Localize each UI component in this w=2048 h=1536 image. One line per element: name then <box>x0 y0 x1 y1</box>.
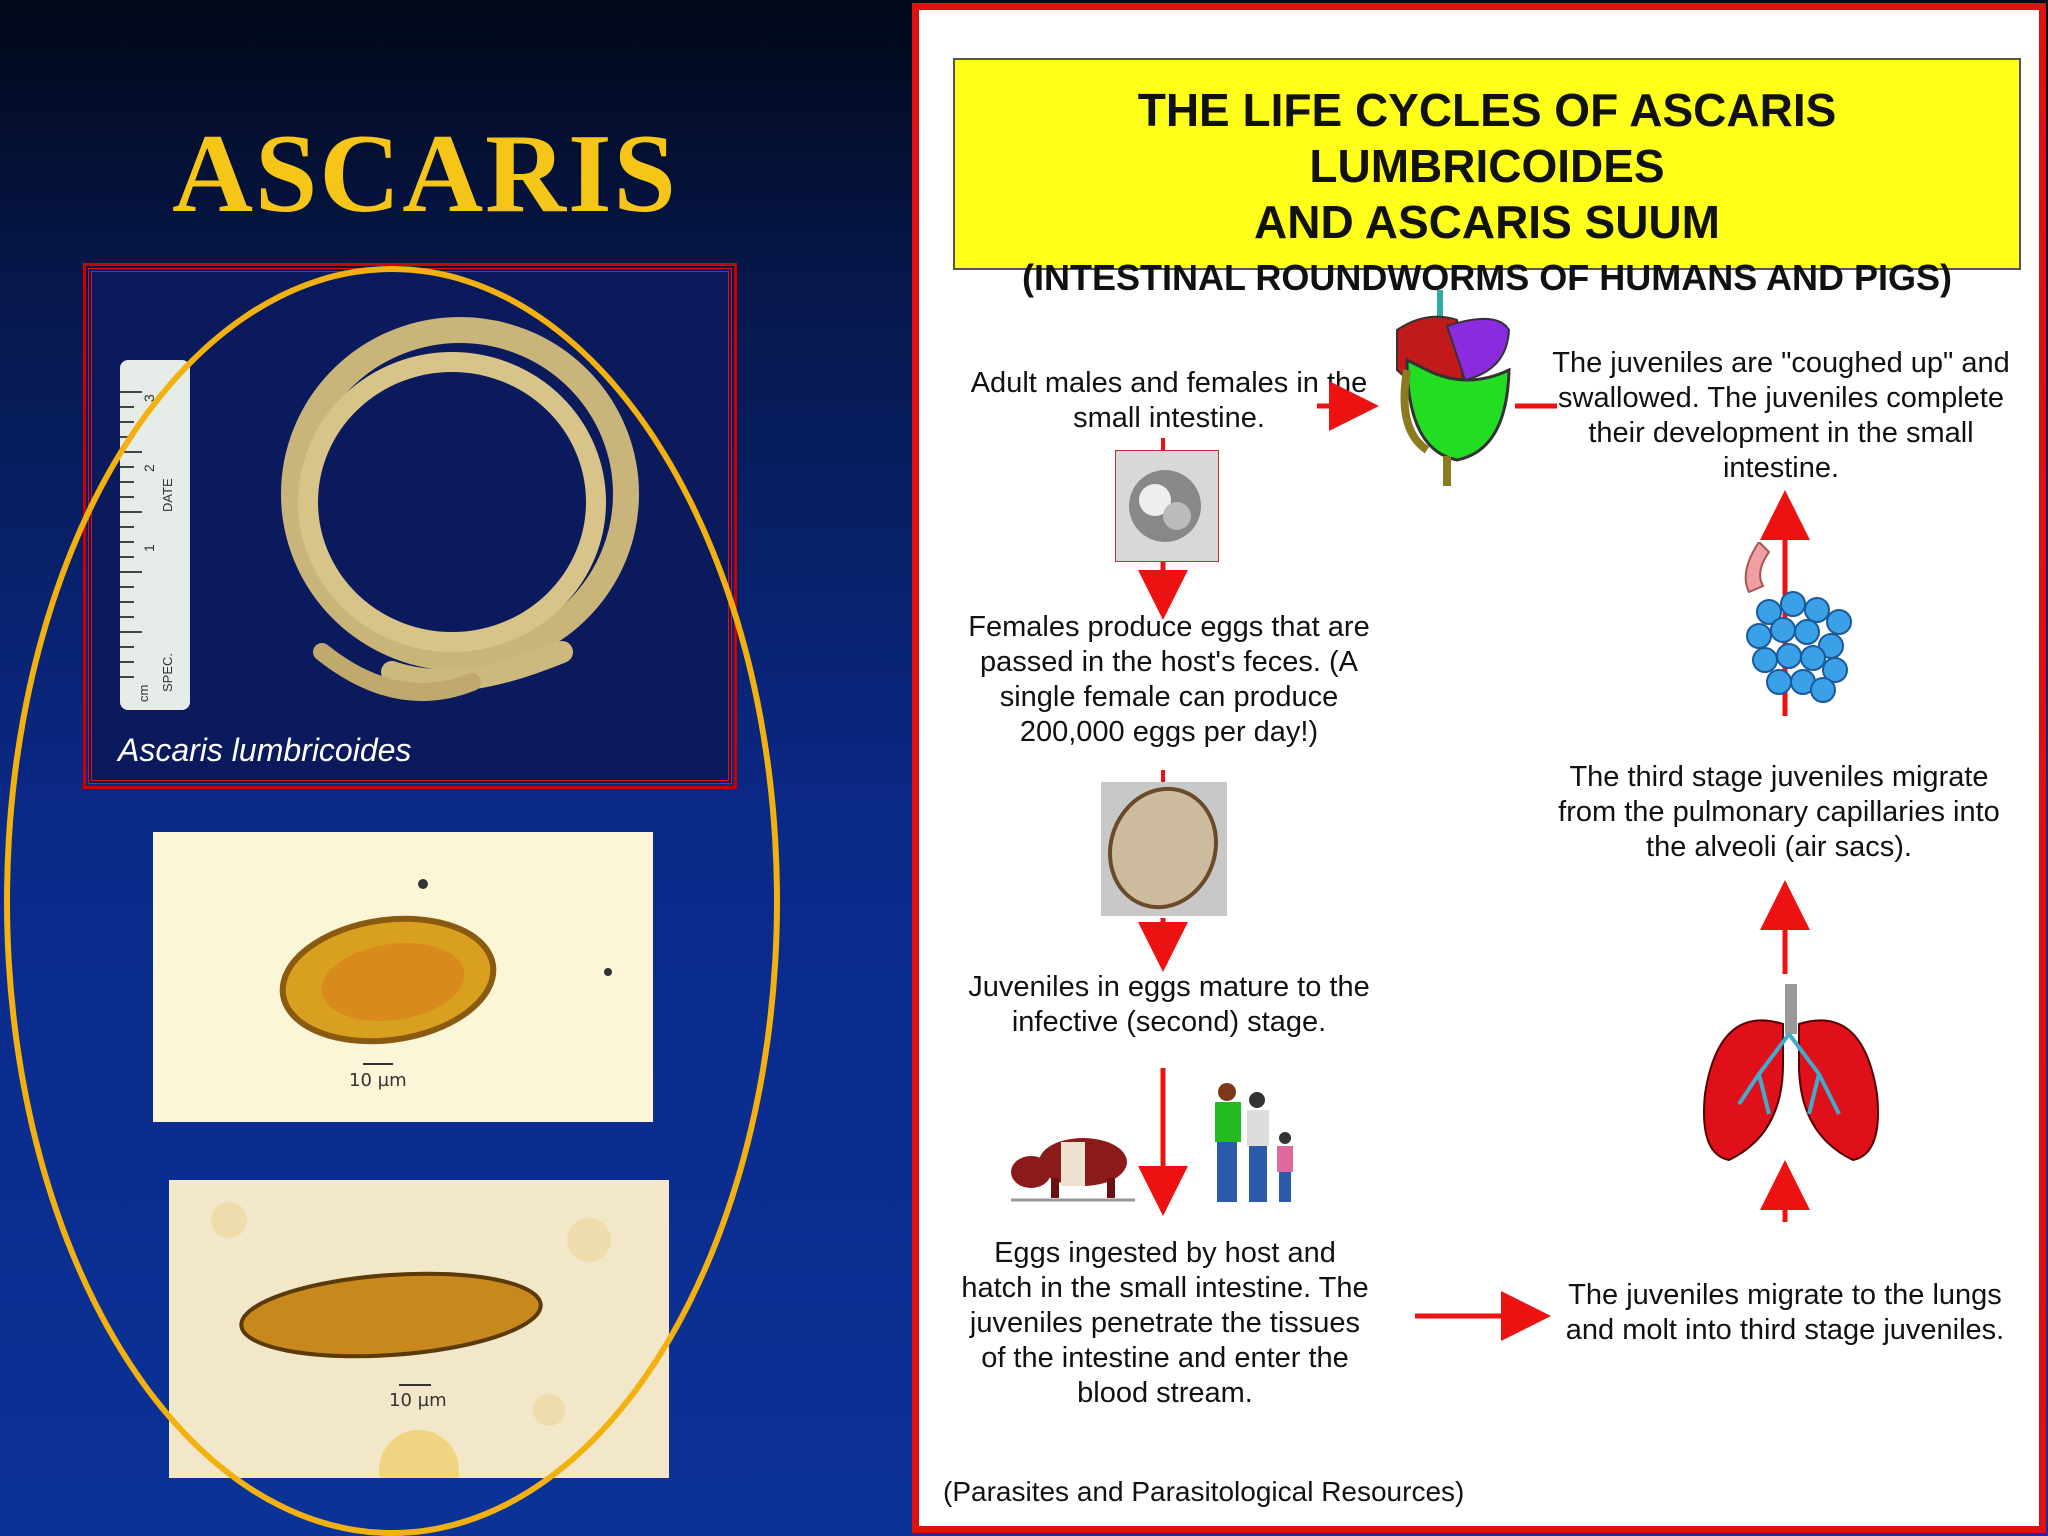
worm-illustration: 3 2 1 DATE SPEC. cm <box>120 317 639 710</box>
human-family-icon <box>1215 1083 1293 1202</box>
fertilized-egg-image <box>279 879 612 1065</box>
ruler-label-date: DATE <box>160 478 175 512</box>
worm-body-inner <box>298 352 606 652</box>
diagram-title-box: THE LIFE CYCLES OF ASCARIS LUMBRICOIDES … <box>953 58 2021 298</box>
step-coughed: The juveniles are "coughed up" and swall… <box>1552 347 2010 484</box>
adult-worm-sem-image <box>1115 450 1219 562</box>
alveoli-icon <box>1744 542 1852 703</box>
ruler-ticks <box>120 391 142 678</box>
ruler-label-cm: cm <box>136 685 151 702</box>
step-alveoli: The third stage juveniles migrate from t… <box>1558 761 2000 863</box>
lungs-icon <box>1703 984 1879 1162</box>
worm-tail <box>381 641 573 692</box>
ruler-label-spec: SPEC. <box>160 653 175 692</box>
ruler-label-3: 3 <box>141 394 157 402</box>
pig-icon <box>1011 1138 1135 1202</box>
fertilized-egg-photo: 10 µm <box>153 832 653 1122</box>
egg-scale-label-2: 10 µm <box>389 1390 447 1411</box>
step-adults: Adult males and females in the small int… <box>970 367 1368 434</box>
worm-caption: Ascaris lumbricoides <box>118 732 412 768</box>
ruler-label-2: 2 <box>141 464 157 472</box>
egg-scale-label-1: 10 µm <box>349 1070 407 1091</box>
step-ingested: Eggs ingested by host and hatch in the s… <box>961 1237 1369 1409</box>
source-credit: (Parasites and Parasitological Resources… <box>943 1476 1465 1507</box>
ruler <box>120 360 190 710</box>
worm-body-outer <box>281 317 639 671</box>
diagram-title-line2: AND ASCARIS SUUM <box>1254 196 1720 249</box>
intestine-icon <box>1396 290 1511 486</box>
worm-head <box>313 643 481 701</box>
step-eggs-passed: Females produce eggs that are passed in … <box>968 611 1370 748</box>
step-mature: Juveniles in eggs mature to the infectiv… <box>968 971 1370 1038</box>
egg-micrograph-image <box>1101 782 1227 916</box>
life-cycle-diagram: THE LIFE CYCLES OF ASCARIS LUMBRICOIDES … <box>912 3 2046 1533</box>
worm-photo: 3 2 1 DATE SPEC. cm Ascaris lumbricoides <box>83 263 737 789</box>
diagram-title-line3: (INTESTINAL ROUNDWORMS OF HUMANS AND PIG… <box>1022 257 1952 299</box>
diagram-title-line1: THE LIFE CYCLES OF ASCARIS LUMBRICOIDES <box>1137 84 1837 193</box>
unfertilized-egg-image <box>211 1202 611 1478</box>
ruler-label-1: 1 <box>141 544 157 552</box>
unfertilized-egg-photo: 10 µm <box>169 1180 669 1478</box>
slide-title: ASCARIS <box>172 112 678 236</box>
step-lungs: The juveniles migrate to the lungs and m… <box>1565 1279 2005 1346</box>
cycle-arrows <box>1138 381 1810 1341</box>
